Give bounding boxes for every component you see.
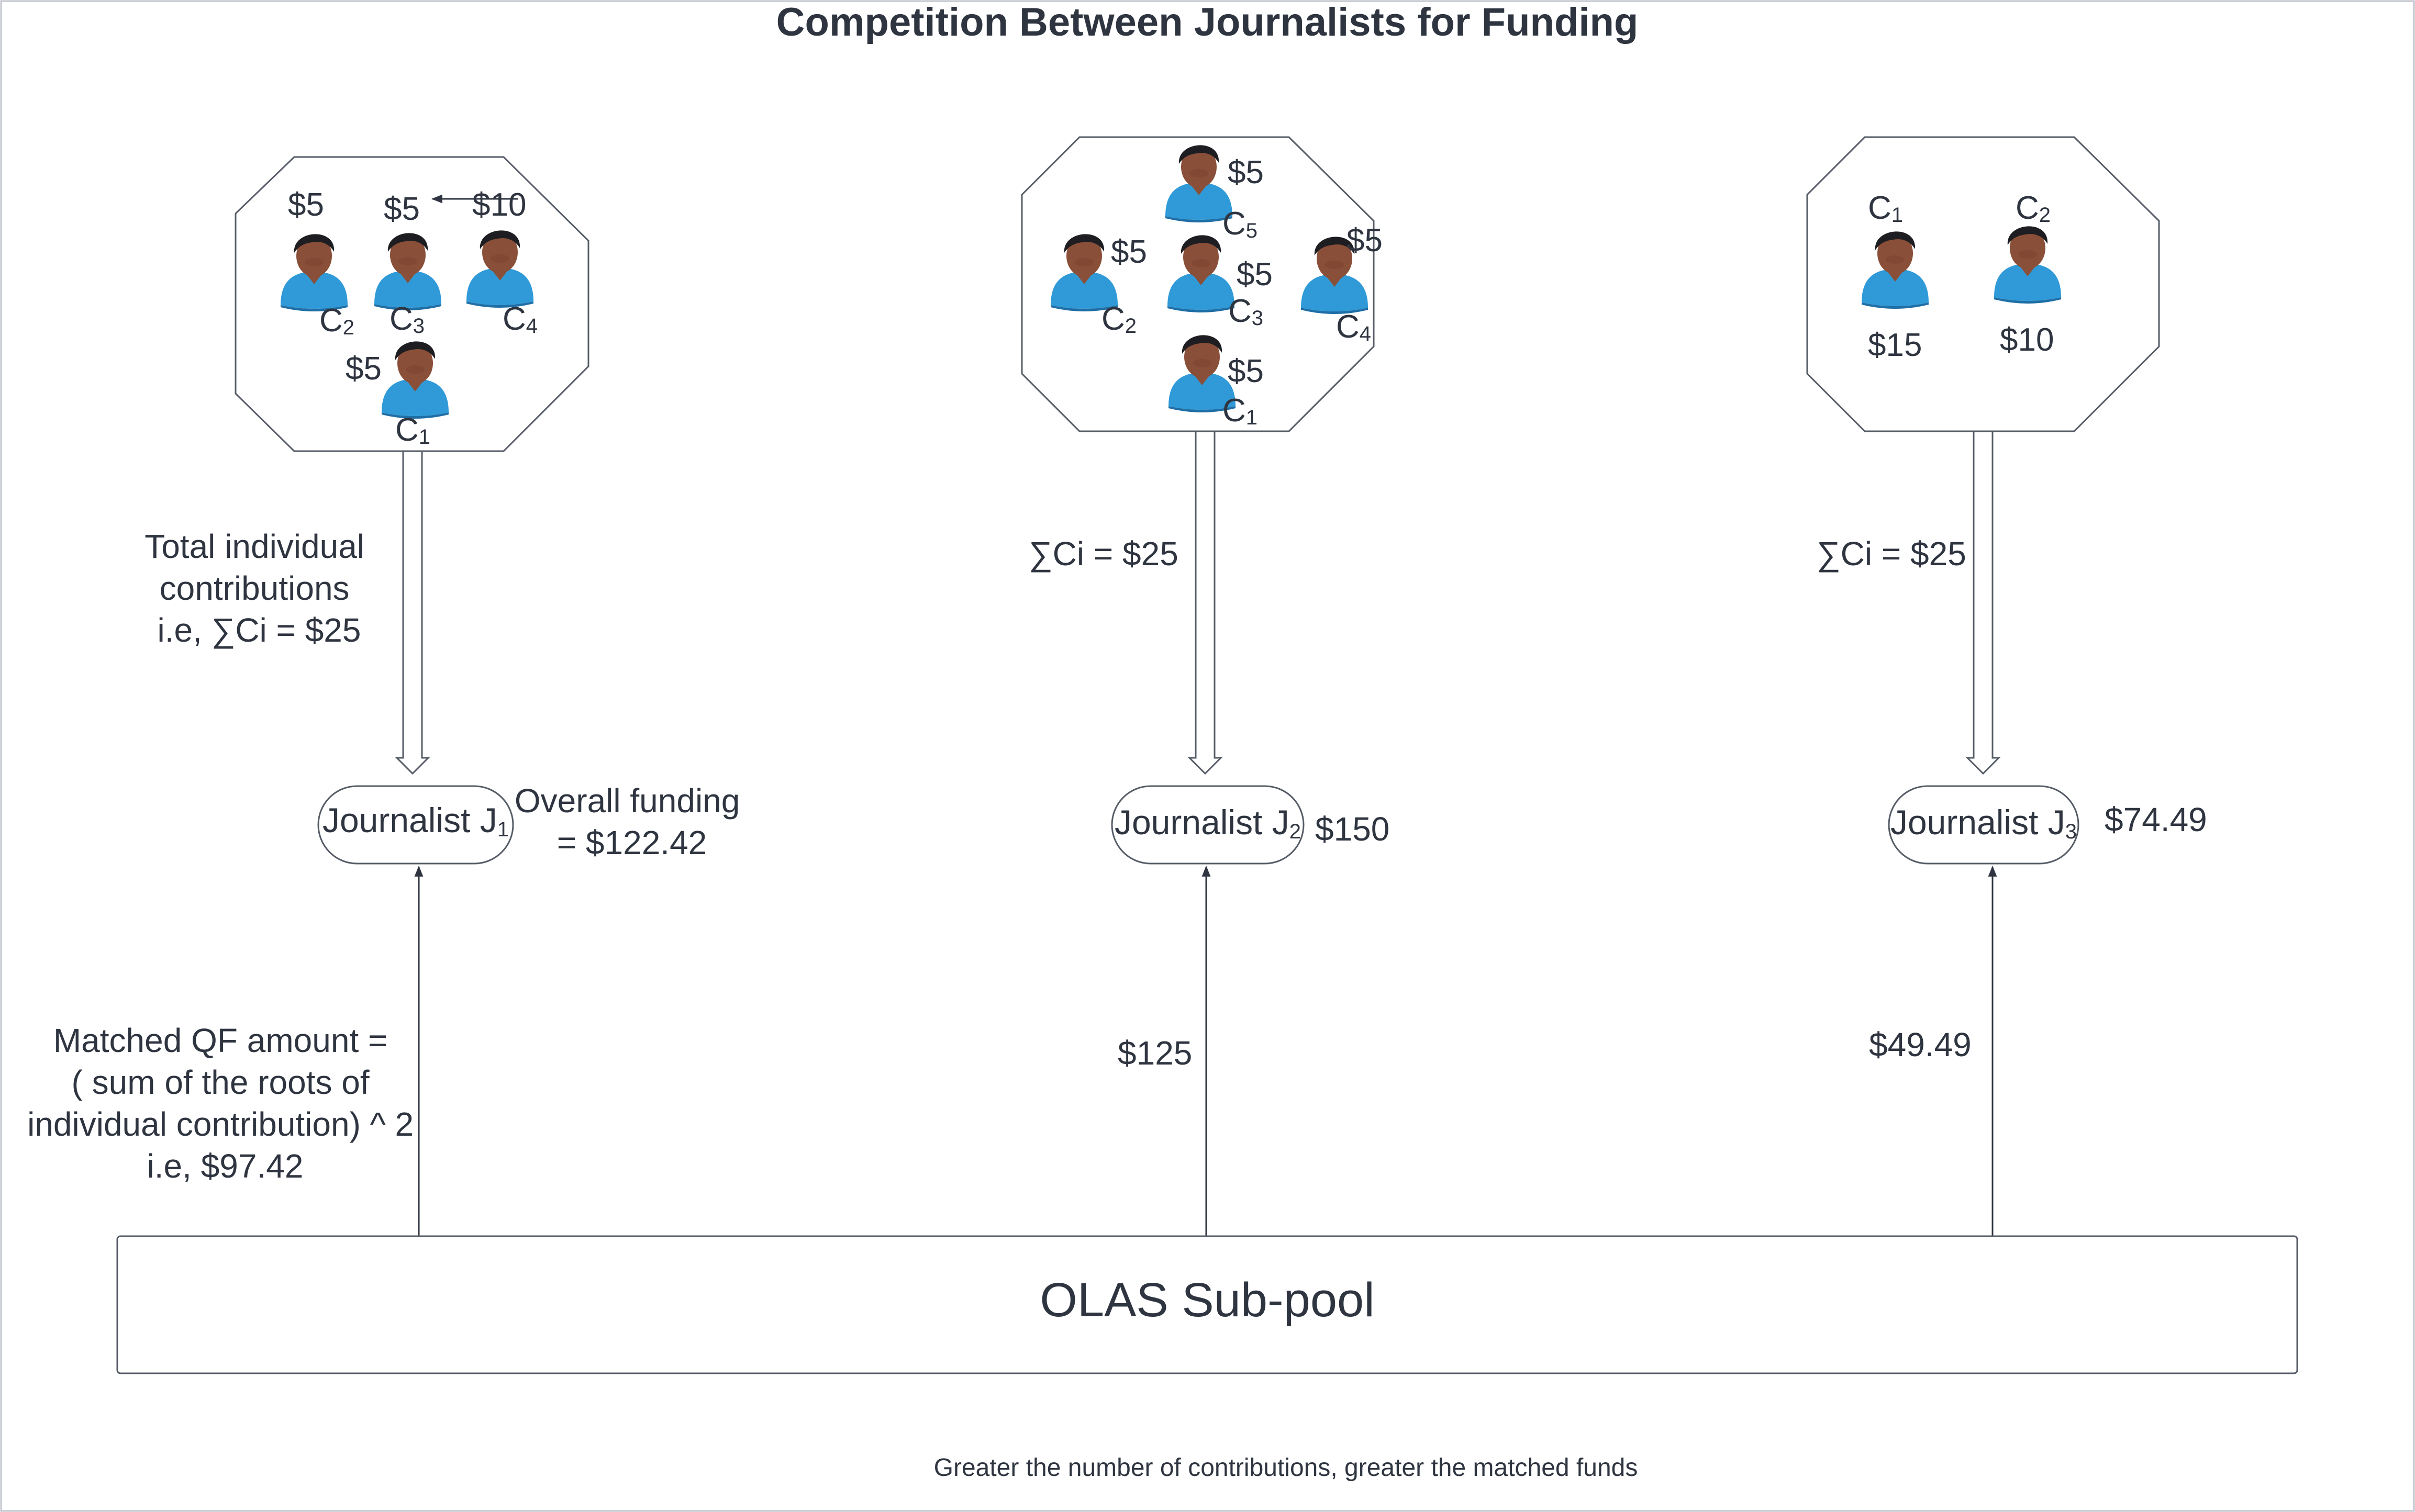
overall-funding-label: Overall funding = $122.42 [515,782,749,861]
overall-funding-label: $74.49 [2105,801,2207,838]
matched-amount-label: Matched QF amount = ( sum of the roots o… [27,1022,423,1185]
contribution-amount: $5 [1228,154,1264,191]
journalist-node-1 [317,785,514,865]
matched-amount-label: $49.49 [1869,1026,1972,1063]
contribution-amount: $10 [2000,322,2054,358]
contribution-amount: $5 [1111,234,1147,270]
diagram-title: Competition Between Journalists for Fund… [776,0,1639,44]
contributor-label: C4 [503,301,538,338]
contributions-flow-arrow [1965,430,2001,775]
contributor-label: C4 [1336,309,1371,345]
contribution-amount: $5 [346,351,382,387]
contribution-amount: $5 [384,191,420,227]
contributor-label: C1 [395,412,430,449]
contribution-amount: $5 [1237,256,1273,293]
contributions-flow-arrow [395,450,430,775]
matched-amount-label: $125 [1118,1034,1192,1072]
overall-funding-label: $150 [1315,810,1389,848]
contributor-label: C1 [1868,190,1903,227]
contribution-amount: $5 [1228,353,1264,389]
journalist-label: Journalist J3 [1890,803,2077,843]
olas-sub-pool-box [116,1235,2298,1374]
contribution-amount: $5 [1346,222,1383,259]
contributor-label: C3 [389,301,425,338]
contributor-label: C1 [1222,393,1257,429]
contributors-group-3 [1806,136,2160,432]
journalist-label: Journalist J2 [1115,803,1301,843]
footer-note: Greater the number of contributions, gre… [934,1454,1638,1482]
contribution-amount: $15 [1868,327,1922,363]
journalist-label: Journalist J1 [322,801,509,841]
contributions-flow-arrow [1187,430,1223,775]
contributor-label: C2 [1101,301,1137,338]
journalist-node-3 [1888,785,2079,865]
journalist-node-2 [1111,785,1305,865]
olas-sub-pool-label: OLAS Sub-pool [1040,1273,1374,1327]
contributor-label: C3 [1228,293,1263,330]
contribution-amount: $10 [472,187,526,223]
contributor-label: C2 [319,303,354,339]
contribution-amount: $5 [288,187,324,223]
contributions-sum-label: Total individual contributions i.e, ∑Ci … [144,528,374,649]
contributions-sum-label: ∑Ci = $25 [1817,535,1966,573]
contributions-sum-label: ∑Ci = $25 [1029,535,1178,573]
contributor-label: C5 [1222,206,1257,242]
contributor-label: C2 [2016,190,2051,227]
